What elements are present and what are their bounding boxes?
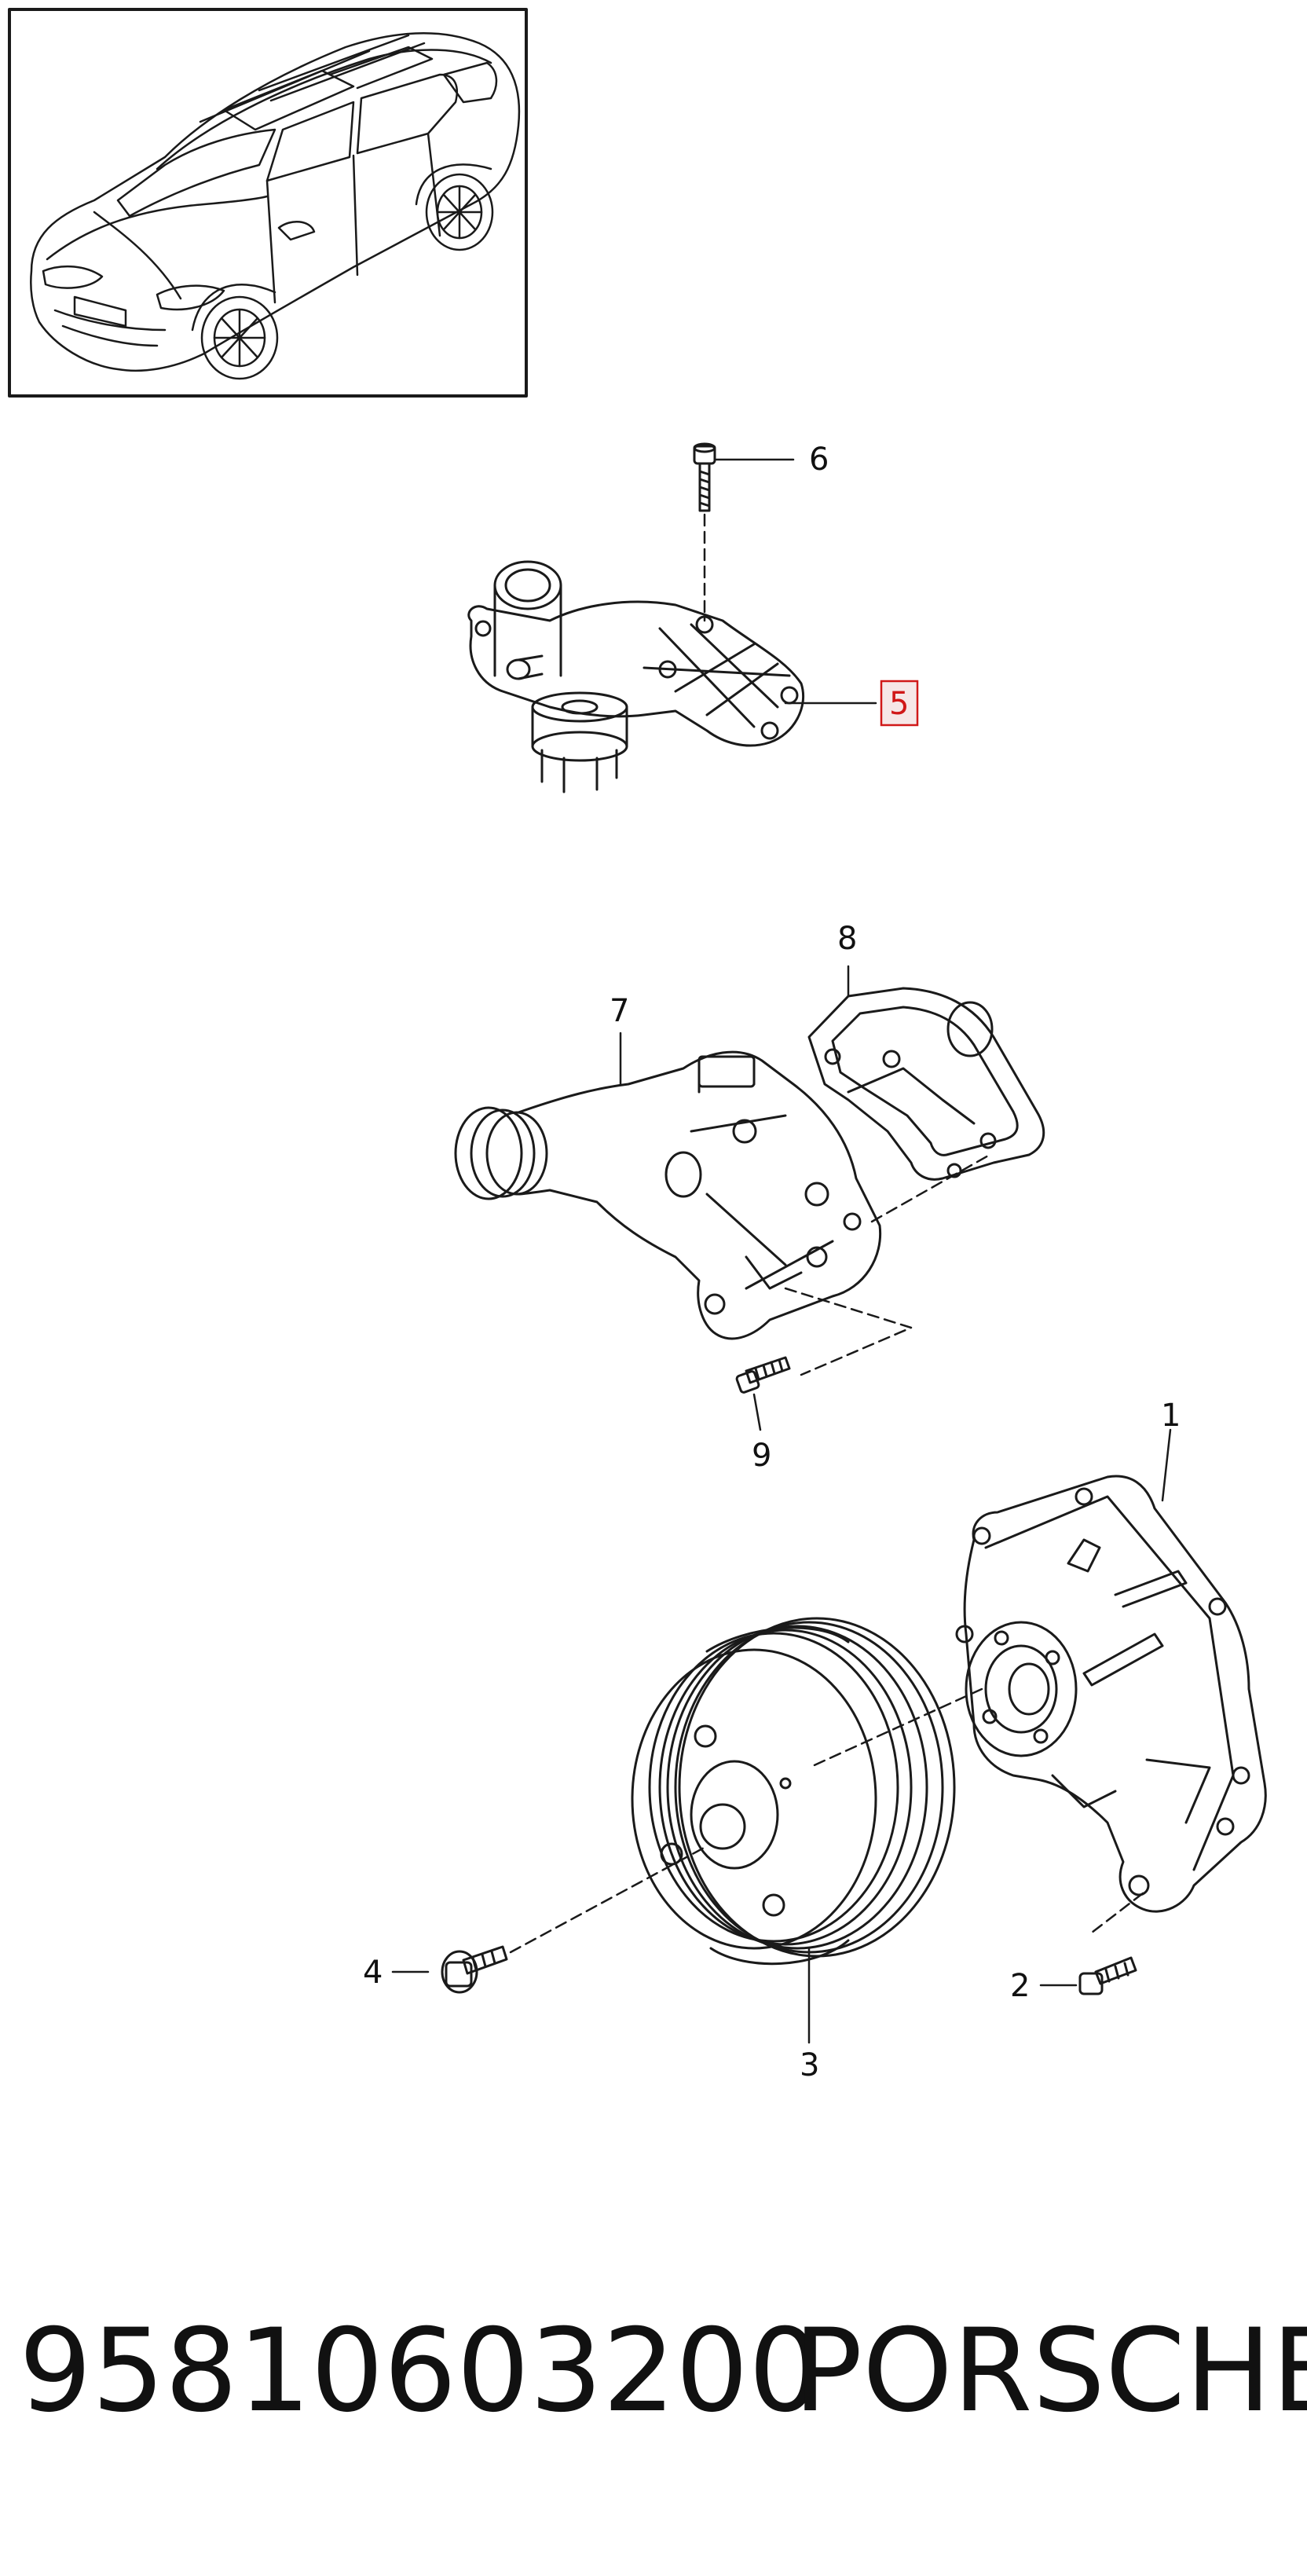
brand-name: PORSCHE (793, 2304, 1307, 2438)
thermostat-housing-part-5 (467, 560, 877, 793)
bolt-part-4 (391, 1845, 708, 1994)
callout-4[interactable]: 4 (363, 1955, 383, 1991)
callout-2[interactable]: 2 (1010, 1968, 1030, 2004)
callout-3[interactable]: 3 (800, 2047, 819, 2083)
callout-5-highlight (880, 680, 919, 727)
vehicle-thumbnail (8, 8, 528, 398)
part-number: 95810603200 (19, 2304, 822, 2438)
car-icon (30, 32, 521, 380)
bolt-part-9 (735, 1356, 791, 1431)
bolt-part-2 (1039, 1956, 1137, 1995)
callout-6[interactable]: 6 (809, 442, 829, 478)
callout-5[interactable]: 5 (889, 686, 909, 722)
callout-7[interactable]: 7 (610, 993, 629, 1029)
water-pipe-part-7 (454, 1031, 991, 1376)
callout-1[interactable]: 1 (1161, 1398, 1181, 1434)
pulley-part-3 (631, 1617, 956, 2044)
gasket-part-8 (807, 965, 1045, 1181)
callout-9[interactable]: 9 (752, 1438, 771, 1474)
bolt-part-6 (693, 442, 795, 622)
callout-labels: 6 5 8 7 9 1 4 2 3 (363, 442, 1181, 2083)
callout-8[interactable]: 8 (837, 921, 857, 957)
water-pump-part-1 (807, 1428, 1267, 1934)
